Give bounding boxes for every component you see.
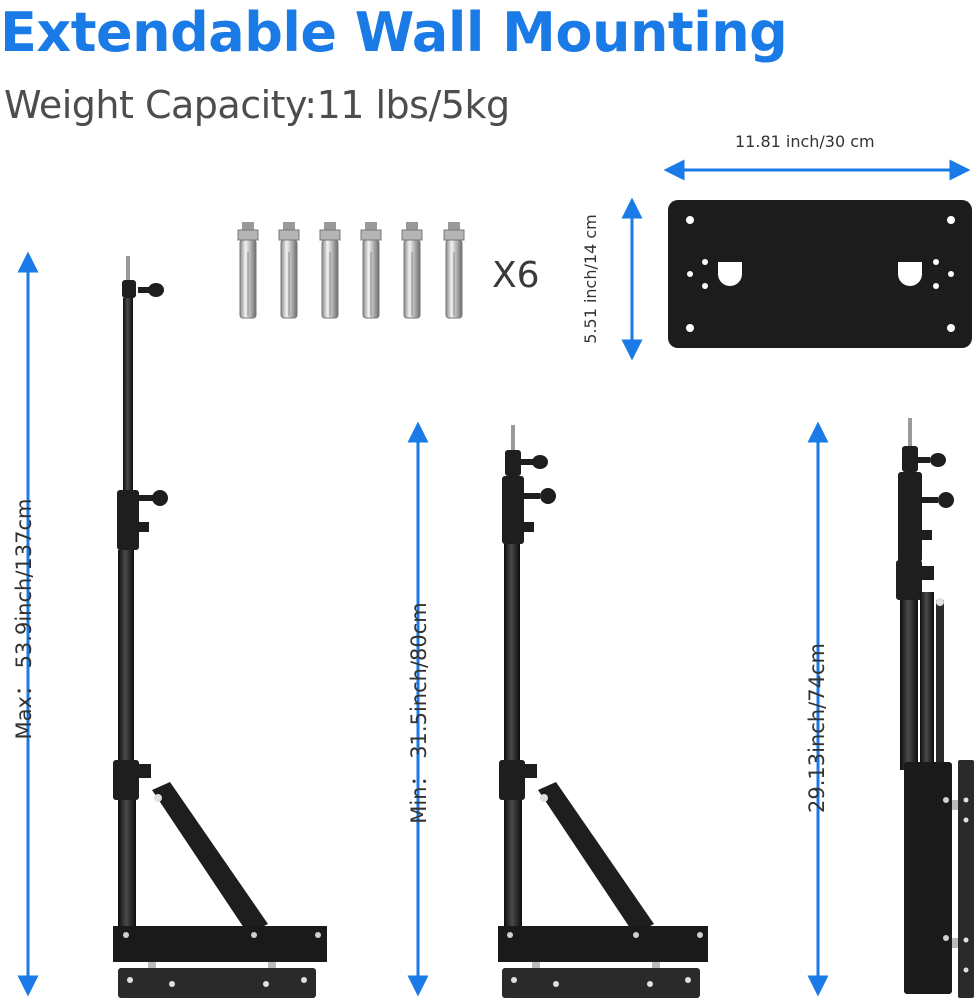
- stand-folded: [896, 418, 974, 998]
- plate-height-label: 5.51 inch/14 cm: [581, 214, 600, 344]
- anchor-bolt-2: [278, 222, 300, 319]
- anchor-count-label: X6: [492, 255, 540, 296]
- dimension-arrows: [17, 159, 971, 997]
- stand-max-extended: [113, 256, 327, 998]
- max-height-label: Max： 53.9inch/137cm: [12, 498, 36, 740]
- folded-height-label: 29.13inch/74cm: [805, 643, 829, 813]
- anchor-bolt-5: [401, 222, 423, 319]
- anchor-bolt-3: [319, 222, 341, 319]
- anchor-bolt-6: [443, 222, 465, 319]
- mounting-plate: [668, 200, 972, 348]
- plate-width-label: 11.81 inch/30 cm: [735, 132, 875, 151]
- stand-min-extended: [498, 425, 708, 998]
- weight-capacity-subtitle: Weight Capacity:11 lbs/5kg: [4, 83, 510, 127]
- anchor-bolts: [237, 222, 465, 319]
- page-title: Extendable Wall Mounting: [0, 1, 788, 64]
- anchor-bolt-1: [237, 222, 259, 319]
- min-height-label: Min： 31.5inch/80cm: [407, 602, 431, 824]
- anchor-bolt-4: [360, 222, 382, 319]
